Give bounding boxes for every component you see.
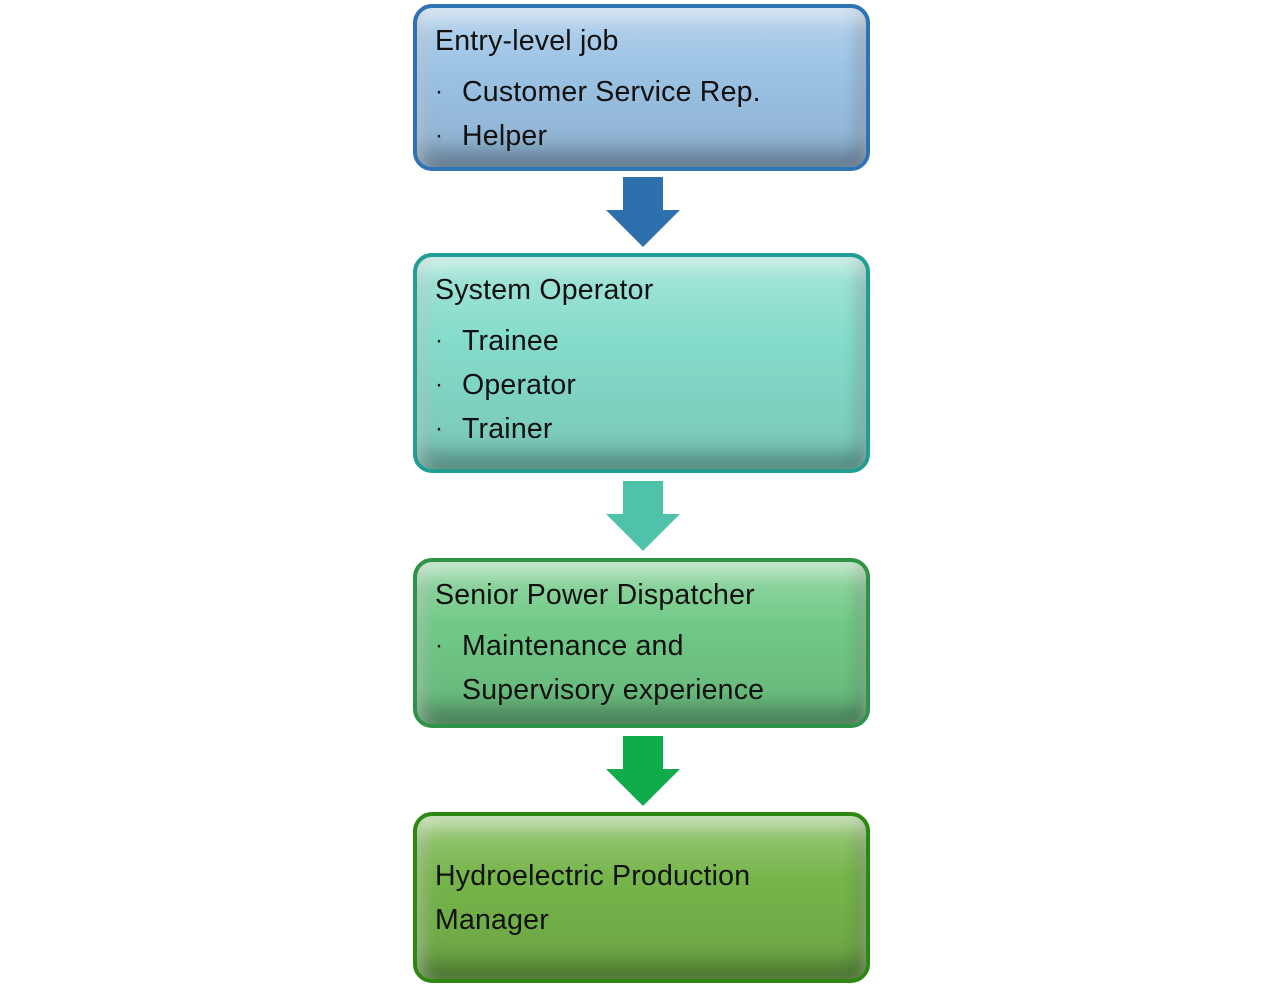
bullet-text: Helper (462, 120, 548, 152)
bullet-dot-icon: · (435, 415, 444, 442)
bullet-item: · Operator (435, 363, 848, 407)
bullet-text: Customer Service Rep. (462, 76, 761, 108)
bullet-list: · Maintenance and Supervisory experience (435, 624, 848, 712)
box-senior-power-dispatcher: Senior Power Dispatcher · Maintenance an… (413, 558, 870, 728)
box-heading: Entry-level job (435, 25, 619, 57)
bullet-dot-icon: · (435, 371, 444, 398)
bullet-item: · Trainer (435, 407, 848, 451)
bullet-item: · Helper (435, 114, 848, 158)
down-arrow-icon (606, 481, 680, 551)
bullet-text: Trainee (462, 325, 559, 357)
bullet-dot-icon: · (435, 327, 444, 354)
bullet-item: · Customer Service Rep. (435, 70, 848, 114)
bullet-dot-icon: · (435, 122, 444, 149)
box-system-operator: System Operator · Trainee · Operator · T… (413, 253, 870, 473)
box-heading: Hydroelectric Production Manager (435, 859, 751, 936)
box-hydroelectric-production-manager: Hydroelectric Production Manager (413, 812, 870, 983)
bullet-list: · Customer Service Rep. · Helper (435, 70, 848, 158)
bullet-dot-icon: · (435, 78, 444, 105)
bullet-text: Maintenance and Supervisory experience (462, 630, 765, 706)
bullet-item: · Maintenance and Supervisory experience (435, 624, 848, 712)
bullet-dot-icon: · (435, 632, 444, 659)
box-entry-level-job: Entry-level job · Customer Service Rep. … (413, 4, 870, 171)
down-arrow-icon (606, 177, 680, 247)
bullet-text: Operator (462, 369, 577, 401)
bullet-item: · Trainee (435, 319, 848, 363)
bullet-list: · Trainee · Operator · Trainer (435, 319, 848, 451)
bullet-text: Trainer (462, 413, 553, 445)
box-heading: System Operator (435, 274, 654, 306)
box-heading: Senior Power Dispatcher (435, 579, 755, 611)
down-arrow-icon (606, 736, 680, 806)
